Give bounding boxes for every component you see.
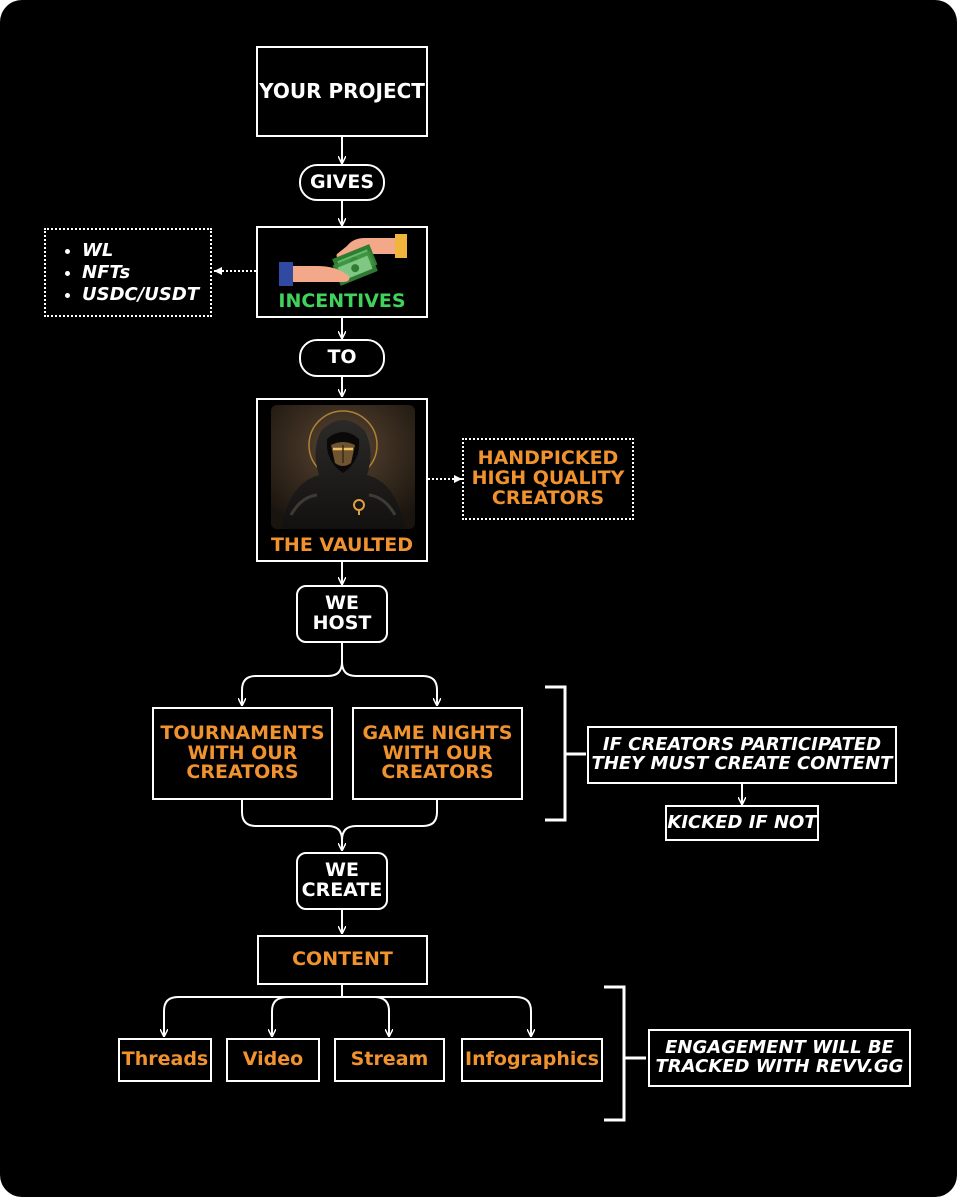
game-nights-line2: WITH OUR	[382, 741, 493, 764]
to-label: TO	[327, 346, 357, 369]
we-create-node: WE CREATE	[296, 852, 388, 910]
tournaments-node: TOURNAMENTS WITH OUR CREATORS	[152, 707, 333, 800]
merge-tournaments	[241, 800, 342, 850]
content-node: CONTENT	[257, 935, 428, 985]
incentives-node: INCENTIVES	[256, 226, 428, 318]
stream-node: Stream	[334, 1038, 445, 1082]
game-nights-line3: CREATORS	[381, 761, 494, 784]
video-node: Video	[226, 1038, 320, 1082]
we-host-line1: WE	[325, 592, 359, 615]
handpicked-line3: CREATORS	[491, 486, 605, 509]
tournaments-line3: CREATORS	[186, 761, 299, 784]
handpicked-line1: HANDPICKED	[477, 447, 619, 470]
participation-requirement-note: IF CREATORS PARTICIPATED THEY MUST CREAT…	[587, 726, 897, 784]
to-node: TO	[299, 339, 385, 377]
participation-line2: THEY MUST CREATE CONTENT	[591, 753, 893, 774]
branch-host-to-tournaments	[242, 643, 343, 705]
branch-to-threads	[164, 996, 366, 1036]
tournaments-line1: TOURNAMENTS	[160, 721, 325, 744]
gives-node: GIVES	[299, 164, 385, 201]
content-label: CONTENT	[292, 948, 393, 971]
hands-exchanging-money-icon	[279, 234, 407, 286]
video-label: Video	[242, 1048, 304, 1071]
the-vaulted-label: THE VAULTED	[270, 534, 414, 557]
threads-node: Threads	[118, 1038, 212, 1082]
engagement-line2: TRACKED WITH REVV.GG	[655, 1056, 904, 1077]
list-item: WL	[82, 240, 210, 262]
bracket-host-events	[545, 685, 586, 822]
your-project-node: YOUR PROJECT	[256, 46, 428, 137]
gives-label: GIVES	[309, 170, 375, 193]
we-host-node: WE HOST	[296, 585, 388, 643]
game-nights-line1: GAME NIGHTS	[362, 721, 513, 744]
stream-label: Stream	[350, 1048, 429, 1071]
engagement-line1: ENGAGEMENT WILL BE	[665, 1037, 894, 1059]
kicked-if-not-note: KICKED IF NOT	[665, 805, 819, 841]
hooded-figure-image	[271, 405, 415, 529]
infographics-label: Infographics	[465, 1048, 599, 1071]
branch-to-infographics	[342, 996, 531, 1036]
handpicked-line2: HIGH QUALITY	[471, 467, 625, 490]
participation-line1: IF CREATORS PARTICIPATED	[602, 734, 882, 756]
engagement-tracking-note: ENGAGEMENT WILL BE TRACKED WITH REVV.GG	[648, 1029, 911, 1087]
incentives-label: INCENTIVES	[278, 290, 406, 313]
incentive-items-list: WL NFTs USDC/USDT	[44, 228, 212, 317]
bracket-content-types	[604, 985, 646, 1122]
your-project-label: YOUR PROJECT	[259, 79, 425, 103]
we-host-line2: HOST	[312, 612, 372, 634]
kicked-label: KICKED IF NOT	[667, 811, 817, 833]
branch-to-stream	[342, 996, 389, 1036]
we-create-line2: CREATE	[301, 879, 383, 901]
merge-game-nights	[341, 800, 438, 841]
game-nights-node: GAME NIGHTS WITH OUR CREATORS	[352, 707, 523, 800]
list-item: USDC/USDT	[82, 284, 210, 306]
threads-label: Threads	[121, 1048, 209, 1071]
the-vaulted-node: THE VAULTED	[256, 398, 428, 562]
infographics-node: Infographics	[461, 1038, 603, 1082]
list-item: NFTs	[82, 262, 210, 284]
tournaments-line2: WITH OUR	[187, 741, 298, 764]
branch-host-to-game-nights	[341, 661, 437, 705]
handpicked-creators-note: HANDPICKED HIGH QUALITY CREATORS	[462, 438, 634, 520]
branch-to-video	[272, 996, 342, 1036]
we-create-line1: WE	[325, 859, 359, 882]
